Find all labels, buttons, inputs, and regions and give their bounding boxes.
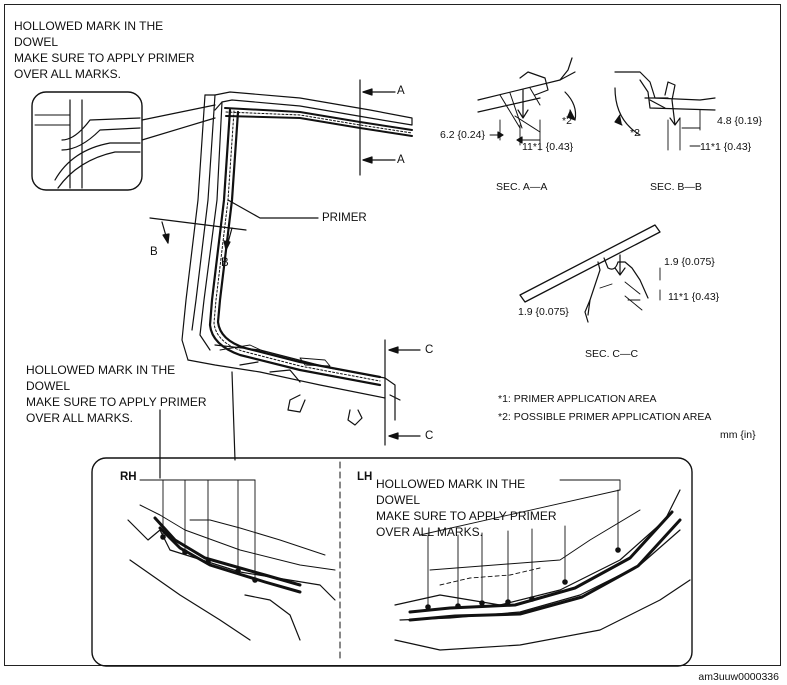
sec-cc-dim1: 1.9 {0.075} [664,256,715,268]
sec-bb-dim1: 4.8 {0.19} [717,115,762,127]
section-c-top-label: C [425,344,434,356]
note-hollowed-mark-lh: HOLLOWED MARK IN THE DOWEL MAKE SURE TO … [376,476,557,540]
note-line: MAKE SURE TO APPLY PRIMER [26,395,207,409]
sec-aa-dim1: 6.2 {0.24} [440,129,485,141]
sec-cc-dim2: 1.9 {0.075} [518,306,569,318]
legend-item-2: *2: POSSIBLE PRIMER APPLICATION AREA [498,411,712,423]
section-b-left-label: B [150,246,158,258]
note-hollowed-mark-top: HOLLOWED MARK IN THE DOWEL MAKE SURE TO … [14,18,195,82]
note-line: HOLLOWED MARK IN THE [14,19,164,33]
note-line: MAKE SURE TO APPLY PRIMER [376,509,557,523]
primer-label: PRIMER [322,212,367,224]
sec-aa-title: SEC. A—A [496,181,548,193]
note-line: DOWEL [376,493,421,507]
section-a-top-label: A [397,85,405,97]
legend-item-1: *1: PRIMER APPLICATION AREA [498,393,657,405]
rh-label: RH [120,471,137,483]
sec-bb-title: SEC. B—B [650,181,702,193]
note-line: HOLLOWED MARK IN THE [26,363,176,377]
legend-units: mm {in} [720,429,756,441]
note-line: HOLLOWED MARK IN THE [376,477,526,491]
section-a-bottom-label: A [397,154,405,166]
note-line: DOWEL [14,35,59,49]
lh-label: LH [357,471,373,483]
section-c-bottom-label: C [425,430,434,442]
sec-aa-mark: *2 [562,115,572,127]
a-pillar-outer [204,91,413,126]
note-line: OVER ALL MARKS. [376,525,483,539]
note-line: MAKE SURE TO APPLY PRIMER [14,51,195,65]
detail-box-bottom [91,457,693,667]
sec-cc-dim3: 11*1 {0.43} [668,291,720,303]
sec-cc-title: SEC. C—C [585,348,639,360]
note-line: OVER ALL MARKS. [14,67,121,81]
sec-bb-mark: *2 [630,127,640,139]
note-line: OVER ALL MARKS. [26,411,133,425]
note-hollowed-mark-mid: HOLLOWED MARK IN THE DOWEL MAKE SURE TO … [26,362,207,426]
figure-code: am3uuw0000336 [698,671,779,683]
note-line: DOWEL [26,379,71,393]
sec-bb-dim2: 11*1 {0.43} [700,141,752,153]
section-b-right-label: B [221,257,229,269]
sec-aa-dim2: 11*1 {0.43} [522,141,574,153]
detail-inset-box [31,91,143,191]
